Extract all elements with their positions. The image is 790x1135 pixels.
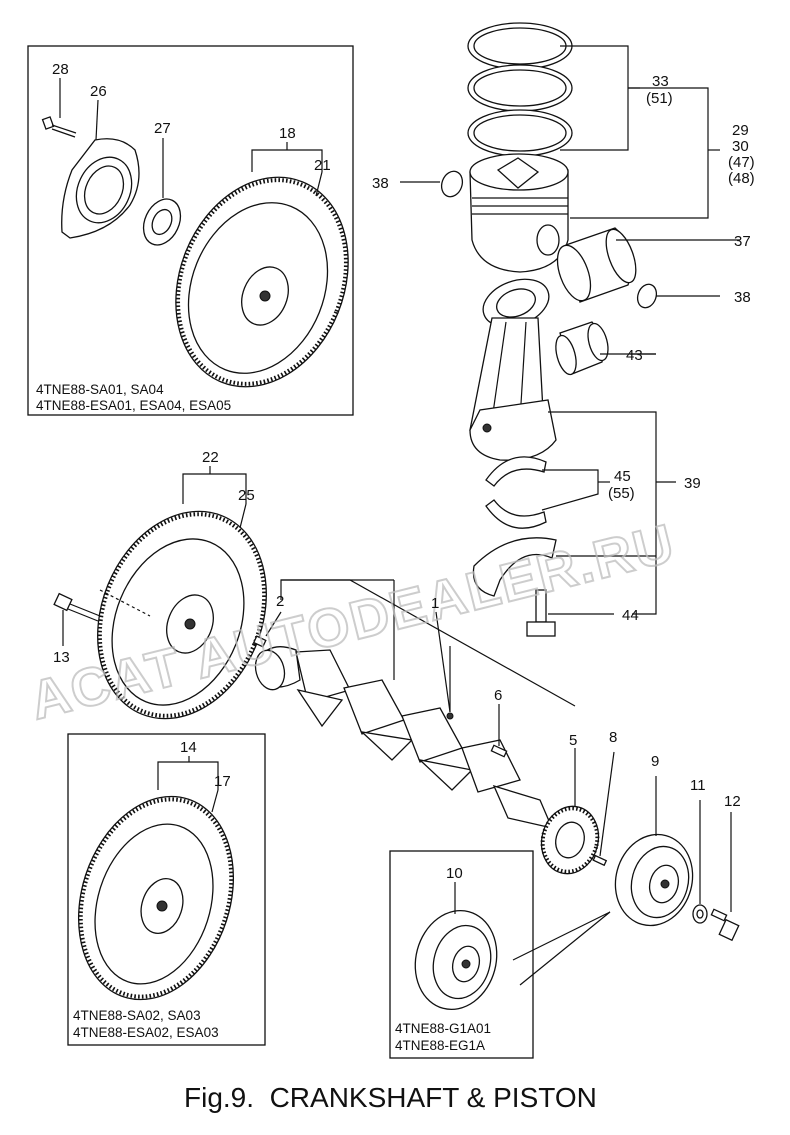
label-48: (48) — [728, 170, 755, 187]
label-29: 29 — [732, 122, 749, 139]
washer-11 — [692, 904, 708, 924]
bushing-43 — [555, 321, 609, 376]
key-6 — [490, 744, 508, 758]
label-1: 1 — [431, 595, 439, 612]
label-55: (55) — [608, 485, 635, 502]
label-17: 17 — [214, 773, 231, 790]
label-9: 9 — [651, 753, 659, 770]
label-51: (51) — [646, 90, 673, 107]
label-26: 26 — [90, 83, 107, 100]
label-10: 10 — [446, 865, 463, 882]
label-2: 2 — [276, 593, 284, 610]
label-44: 44 — [622, 607, 639, 624]
label-43: 43 — [626, 347, 643, 364]
label-12: 12 — [724, 793, 741, 810]
rod-bolt-44 — [526, 589, 556, 637]
figure-title: Fig.9. CRANKSHAFT & PISTON — [184, 1082, 597, 1113]
label-28: 28 — [52, 61, 69, 78]
crank-pulley-10 — [414, 909, 498, 1011]
label-30: 30 — [732, 138, 749, 155]
bearing-27 — [142, 198, 182, 246]
label-25: 25 — [238, 487, 255, 504]
label-5: 5 — [569, 732, 577, 749]
label-13: 13 — [53, 649, 70, 666]
label-8: 8 — [609, 729, 617, 746]
label-22: 22 — [202, 449, 219, 466]
dowel-pin-2 — [252, 635, 267, 648]
bearing-shell-45 — [485, 456, 547, 529]
label-11: 11 — [690, 777, 706, 794]
inset-bottom-left-caption-2: 4TNE88-ESA02, ESA03 — [73, 1025, 219, 1040]
flywheel-14 — [77, 795, 235, 1001]
label-39: 39 — [684, 475, 701, 492]
label-18: 18 — [279, 125, 296, 142]
inset-box-bottom-right — [389, 850, 534, 1059]
bolt-28 — [41, 116, 77, 138]
key-8 — [592, 854, 608, 867]
label-38-right: 38 — [734, 289, 751, 306]
label-38-left: 38 — [372, 175, 389, 192]
connecting-rod-39 — [469, 278, 557, 461]
label-21: 21 — [314, 157, 331, 174]
seal-case-26 — [61, 138, 140, 239]
piston-pin-37 — [556, 227, 637, 303]
crankshaft-1 — [254, 646, 554, 829]
inset-bottom-left-caption-1: 4TNE88-SA02, SA03 — [73, 1008, 201, 1023]
label-45: 45 — [614, 468, 631, 485]
label-27: 27 — [154, 120, 171, 137]
piston-29 — [469, 153, 569, 273]
crank-gear-5 — [540, 805, 600, 875]
inset-bottom-right-caption-1: 4TNE88-G1A01 — [395, 1021, 491, 1036]
rod-cap-39 — [472, 537, 557, 597]
flywheel-18 — [175, 176, 349, 388]
bolt-13 — [53, 592, 101, 622]
label-33: 33 — [652, 73, 669, 90]
bolt-12 — [710, 908, 740, 942]
label-47: (47) — [728, 154, 755, 171]
circlip-38-right — [636, 283, 658, 309]
inset-box-bottom-left — [67, 733, 266, 1046]
inset-bottom-right-caption-2: 4TNE88-EG1A — [395, 1038, 485, 1053]
label-37: 37 — [734, 233, 751, 250]
label-6: 6 — [494, 687, 502, 704]
inset-box-top-left — [27, 45, 354, 416]
crank-pulley-9 — [614, 833, 694, 927]
piston-rings-33 — [467, 22, 573, 157]
label-14: 14 — [180, 739, 197, 756]
circlip-38-left — [440, 170, 464, 198]
label-group: 28 26 27 18 21 33 (51) 29 30 (47) (48) 3… — [52, 61, 755, 882]
flywheel-22 — [97, 510, 267, 720]
inset-top-left-caption-2: 4TNE88-ESA01, ESA04, ESA05 — [36, 398, 231, 413]
inset-top-left-caption-1: 4TNE88-SA01, SA04 — [36, 382, 164, 397]
